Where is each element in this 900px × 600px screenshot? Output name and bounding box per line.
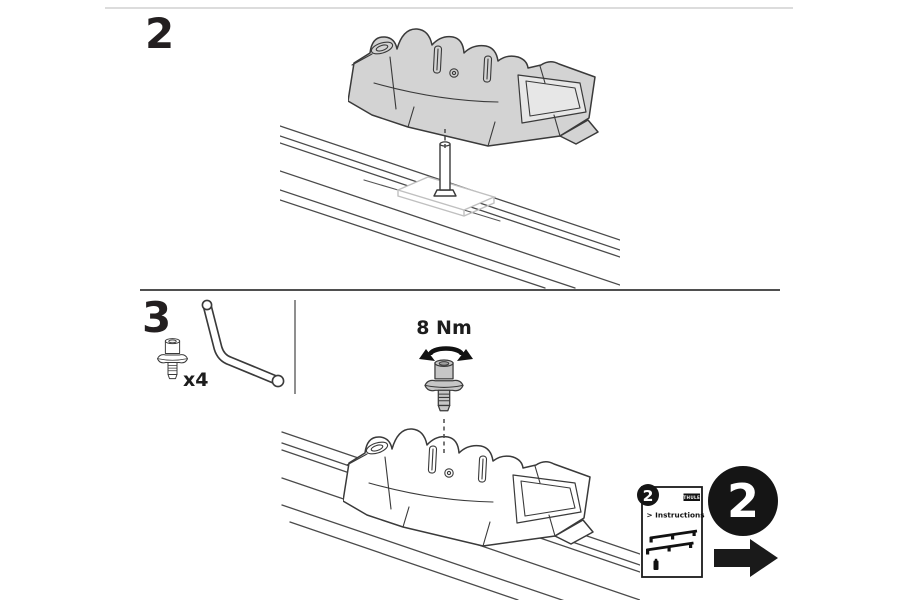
step-indicator-badge: 2: [708, 466, 778, 536]
next-arrow-icon: [714, 539, 778, 577]
instructions-booklet: THULE 2 > Instructions: [637, 484, 705, 578]
booklet-step-badge: [637, 484, 659, 506]
booklet-step-badge-number: 2: [643, 487, 654, 505]
torque-tool-icon: [653, 558, 659, 570]
step3-parts: x4: [157, 299, 285, 391]
fixpoint-cover-plate: [363, 176, 501, 222]
parts-panel-divider: [294, 300, 296, 394]
step3-number: 3: [142, 293, 171, 342]
section-divider: [140, 289, 780, 291]
brand-logo-text: THULE: [683, 495, 700, 500]
flanged-bolt: [424, 359, 464, 412]
step2-number: 2: [145, 9, 174, 58]
top-divider: [105, 7, 793, 9]
bolt-quantity-label: x4: [183, 369, 208, 391]
brand-logo: [683, 493, 700, 501]
allen-key-icon: [201, 299, 285, 388]
roof-bars-drawing: [646, 529, 698, 555]
mounting-foot-pad: [348, 28, 599, 147]
step2-illustration: [280, 28, 620, 289]
torque-rotation-icon: [419, 346, 473, 361]
mounting-foot-pad: [343, 428, 594, 547]
step-indicator-number: 2: [726, 474, 759, 528]
instructions-label: > Instructions: [647, 511, 705, 520]
torque-label: 8 Nm: [416, 317, 472, 339]
step3-illustration: 8 Nm: [281, 317, 640, 600]
